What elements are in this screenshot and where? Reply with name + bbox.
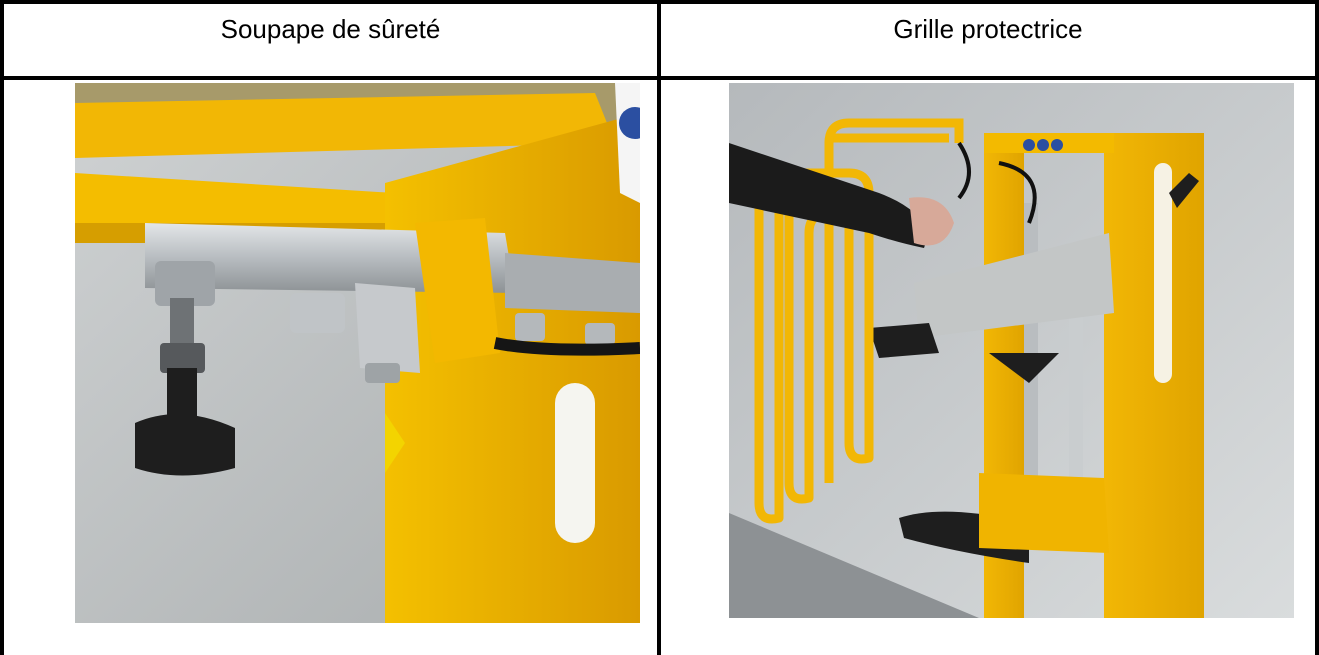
header-cell-protective-grille: Grille protectrice — [661, 4, 1315, 76]
protective-grille-photo — [729, 83, 1294, 618]
header-cell-safety-valve: Soupape de sûreté — [4, 4, 657, 76]
header-label-safety-valve: Soupape de sûreté — [220, 14, 441, 44]
table-border-right — [1315, 0, 1319, 655]
table-border-left — [0, 0, 4, 655]
safety-valve-photo — [75, 83, 640, 623]
header-label-protective-grille: Grille protectrice — [893, 14, 1083, 44]
table-column-divider — [657, 0, 661, 655]
table-row-divider — [0, 76, 1319, 80]
